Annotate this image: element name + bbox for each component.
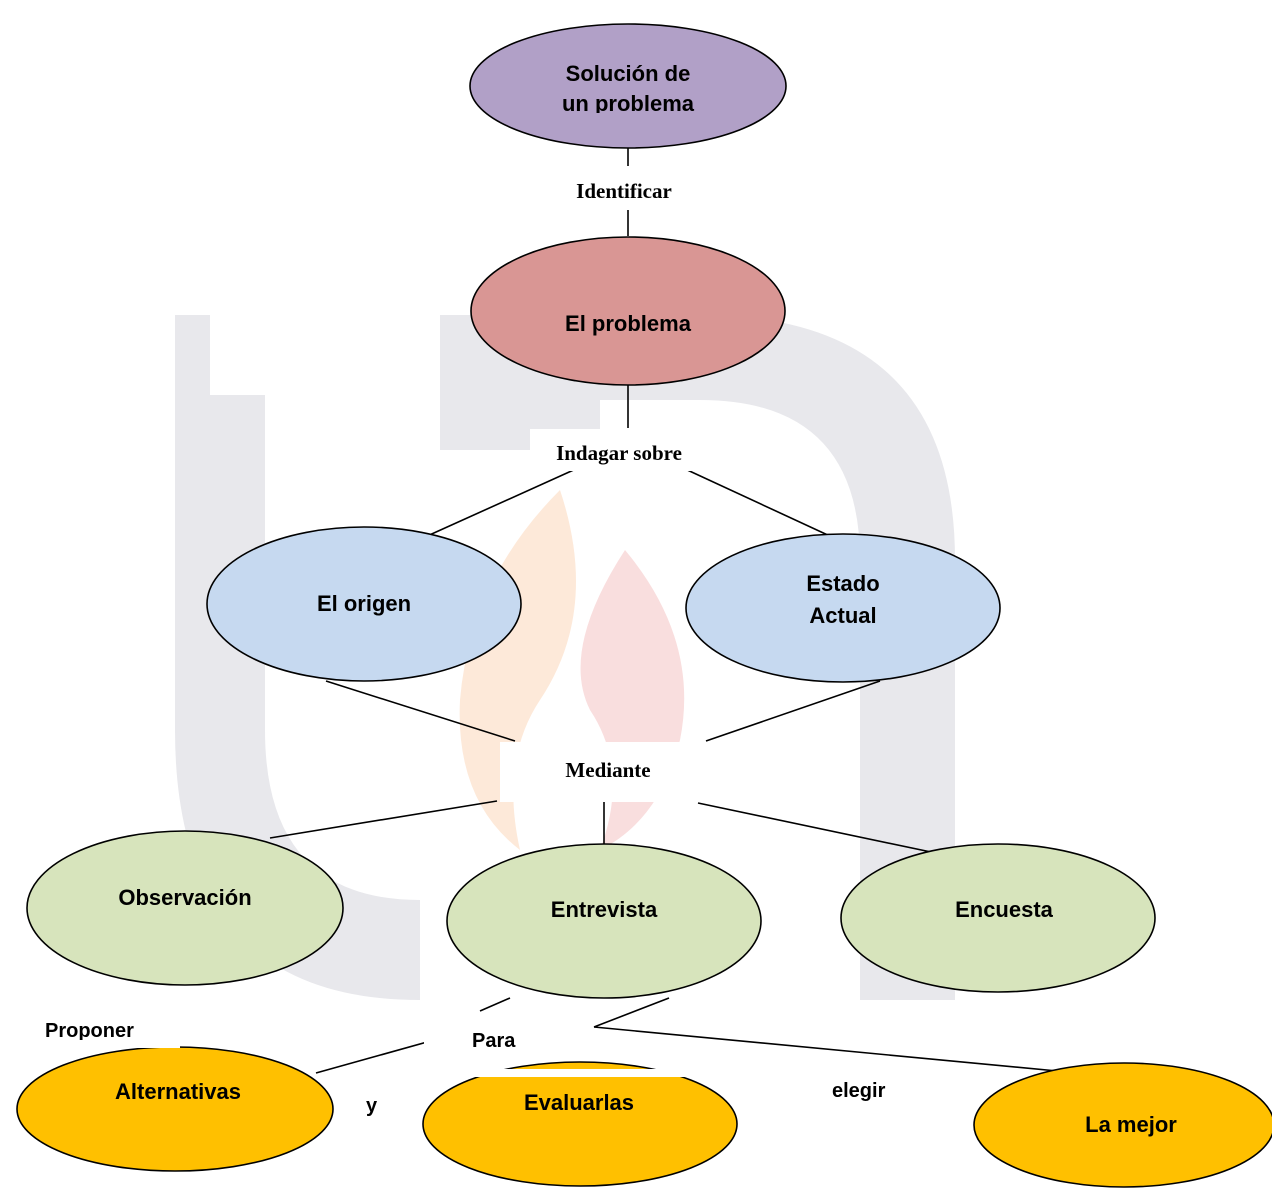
node-survey: Encuesta — [840, 843, 1156, 993]
label-bg-for — [424, 1014, 580, 1068]
node-root-line2: un problema — [562, 91, 695, 116]
edge-for-alternatives — [315, 1036, 446, 1074]
node-observation-shape — [26, 830, 344, 986]
node-interview-label: Entrevista — [551, 897, 658, 922]
link-label-through: Mediante — [565, 758, 650, 782]
node-interview-shape — [446, 843, 762, 999]
edge-through-observation — [269, 800, 498, 839]
link-label-propose: Proponer — [45, 1020, 134, 1042]
edge-interview-for-left — [479, 997, 511, 1012]
edge-origin-through — [325, 680, 516, 742]
edge-through-survey — [697, 802, 951, 857]
link-label-for: Para — [472, 1030, 516, 1052]
node-state: Estado Actual — [685, 533, 1001, 683]
propose-bottom-mask — [40, 1040, 180, 1048]
node-root-clip-mask — [540, 113, 720, 125]
edge-state-through — [705, 680, 881, 742]
node-survey-shape — [840, 843, 1156, 993]
node-best: La mejor — [973, 1062, 1272, 1188]
edge-for-best — [593, 1026, 1079, 1074]
node-evaluate-top-mask — [470, 1069, 688, 1077]
node-best-label: La mejor — [1085, 1112, 1177, 1137]
link-label-identify: Identificar — [576, 179, 672, 203]
label-bg-inquire — [530, 429, 736, 471]
node-interview: Entrevista — [446, 843, 762, 999]
choose-bottom-mask — [826, 1101, 916, 1109]
link-label-choose: elegir — [832, 1080, 886, 1102]
node-observation: Observación — [26, 830, 344, 986]
edge-inquire-state — [682, 467, 833, 538]
node-root-shape — [469, 23, 787, 149]
node-evaluate: Evaluarlas — [422, 1061, 738, 1187]
node-origin-shape — [206, 526, 522, 682]
link-label-and: y — [366, 1095, 378, 1117]
edge-interview-for-right — [593, 997, 670, 1028]
node-best-shape — [973, 1062, 1272, 1188]
node-problem-label: El problema — [565, 311, 692, 336]
node-observation-label: Observación — [118, 885, 251, 910]
node-survey-label: Encuesta — [955, 897, 1054, 922]
node-state-shape — [685, 533, 1001, 683]
node-evaluate-shape — [422, 1061, 738, 1187]
link-label-inquire: Indagar sobre — [556, 441, 682, 465]
node-problem: El problema — [470, 236, 786, 386]
edge-inquire-origin — [424, 467, 579, 538]
node-problem-shape — [470, 236, 786, 386]
watermark-left-arc — [175, 315, 420, 1000]
node-root-line1: Solución de — [566, 61, 691, 86]
node-state-line2: Actual — [809, 603, 876, 628]
node-alternatives: Alternativas — [16, 1046, 334, 1172]
node-evaluate-label: Evaluarlas — [524, 1090, 634, 1115]
watermark-flame-red — [580, 550, 685, 850]
node-state-line1: Estado — [806, 571, 879, 596]
watermark-flame-orange — [459, 490, 576, 850]
node-alternatives-label: Alternativas — [115, 1079, 241, 1104]
node-alternatives-shape — [16, 1046, 334, 1172]
label-bg-through — [500, 742, 705, 802]
node-origin: El origen — [206, 526, 522, 682]
node-origin-label: El origen — [317, 591, 411, 616]
node-root: Solución de un problema — [469, 23, 787, 149]
